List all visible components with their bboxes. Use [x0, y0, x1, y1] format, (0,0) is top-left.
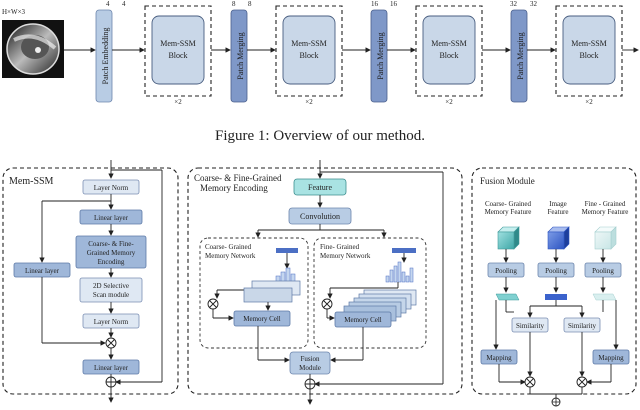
patch-merging-block-2	[370, 9, 388, 103]
repeat-label: ×2	[174, 98, 182, 106]
input-size-label: H×W×3	[2, 8, 26, 16]
stage-3-frame	[415, 5, 483, 97]
patch-embedding-label: Patch Embedding	[101, 28, 110, 85]
stage-1-frame	[144, 5, 212, 97]
linear-layer-2-label: Linear layer	[94, 364, 129, 372]
linear-layer-1-label: Linear layer	[94, 214, 129, 222]
patch-merging-label: Patch Merging	[516, 32, 525, 79]
coarse-memory-cell-label: Memory Cell	[243, 315, 281, 323]
layer-norm-2-label: Layer Norm	[94, 318, 129, 326]
fine-histogram-icon	[385, 261, 414, 283]
fine-pooled-vector	[592, 293, 617, 301]
mapping-label: Mapping	[598, 354, 624, 362]
dim-label: 8	[248, 0, 252, 8]
pooling-label: Pooling	[592, 267, 614, 275]
mapping-label: Mapping	[486, 354, 512, 362]
similarity-label: Similarity	[516, 322, 545, 330]
fusion-module-title: Fusion Module	[480, 176, 535, 186]
mem-ssm-frame	[2, 167, 179, 395]
coarse-memory-cell	[233, 310, 291, 327]
stage-4-frame	[555, 5, 623, 97]
coarse-pooled-vector	[495, 293, 520, 301]
image-pooled-vector	[545, 294, 567, 300]
fine-network-frame	[313, 237, 427, 349]
coarse-histogram-icon	[275, 267, 296, 283]
dim-label: 32	[530, 0, 538, 8]
mem-ssm-title: Mem-SSM	[9, 176, 54, 187]
coarse-memory-stack	[243, 280, 301, 303]
linear-layer-side-label: Linear layer	[25, 267, 60, 275]
mem-ssm-block-3	[422, 15, 476, 85]
figure-caption: Figure 1: Overview of our method.	[215, 128, 425, 144]
repeat-label: ×2	[305, 98, 313, 106]
mem-ssm-panel: Mem-SSM Layer Norm Linear layer Coarse- …	[2, 160, 179, 403]
dim-label: 16	[390, 0, 398, 8]
memory-encoding-frame	[187, 167, 463, 395]
layer-norm-1-label: Layer Norm	[94, 184, 129, 192]
patch-merging-block-1	[230, 9, 248, 103]
repeat-label: ×2	[585, 98, 593, 106]
input-image	[2, 20, 64, 78]
similarity-label: Similarity	[568, 322, 597, 330]
dim-label: 8	[232, 0, 236, 8]
pooling-label: Pooling	[495, 267, 517, 275]
coarse-network-frame	[199, 237, 309, 349]
patch-merging-label: Patch Merging	[376, 32, 385, 79]
fine-memory-cell-label: Memory Cell	[344, 316, 382, 324]
dim-label: 4	[106, 0, 110, 8]
coarse-feature-cube	[497, 226, 520, 250]
dim-label: 16	[371, 0, 379, 8]
mem-ssm-block-2	[282, 15, 336, 85]
repeat-label: ×2	[445, 98, 453, 106]
mem-ssm-block-4	[562, 15, 616, 85]
dim-label: 32	[510, 0, 518, 8]
fine-key-bar	[392, 248, 416, 253]
coarse-key-bar	[276, 248, 298, 253]
image-feature-cube	[547, 226, 570, 250]
fine-feature-cube	[594, 226, 617, 250]
dim-label: 4	[122, 0, 126, 8]
patch-embedding-block	[95, 9, 113, 103]
stage-2-frame	[275, 5, 343, 97]
mem-ssm-block-1	[151, 15, 205, 85]
patch-merging-block-3	[510, 9, 528, 103]
patch-merging-label: Patch Merging	[236, 32, 245, 79]
pooling-label: Pooling	[545, 267, 567, 275]
fusion-module-frame	[471, 167, 637, 395]
convolution-label: Convolution	[300, 212, 340, 221]
feature-label: Feature	[308, 183, 332, 192]
